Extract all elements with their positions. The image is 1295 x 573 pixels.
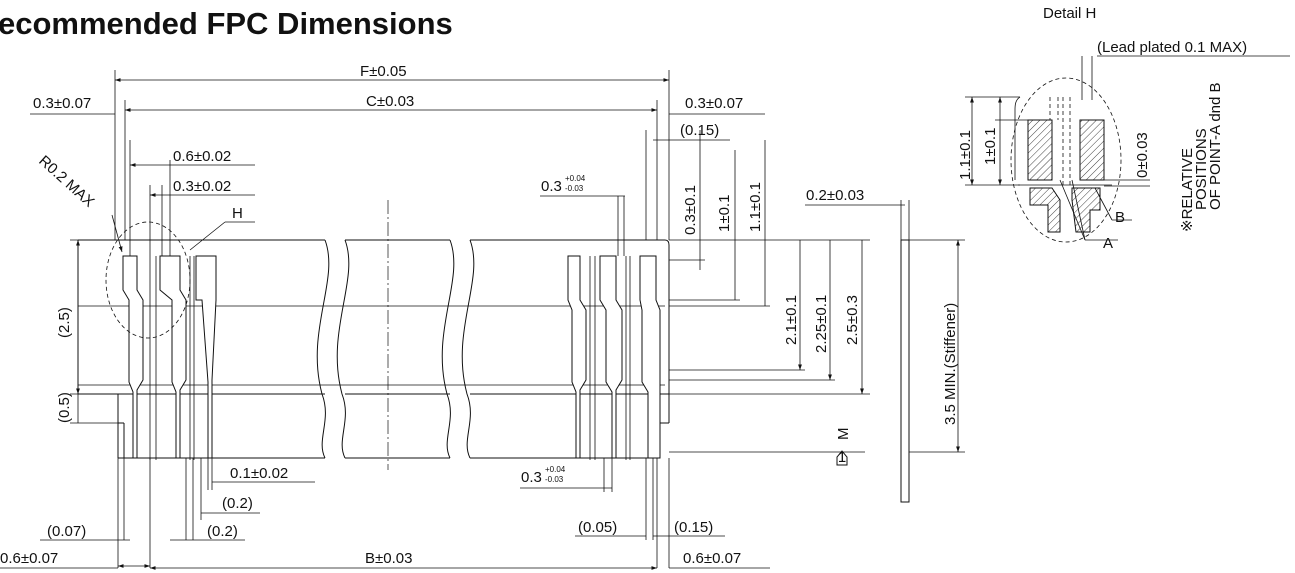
dim-bottom-007: (0.07) — [47, 523, 86, 540]
dim-b: B±0.03 — [365, 550, 412, 567]
dim-bottom-02b: (0.2) — [207, 523, 238, 540]
dim-c: C±0.03 — [366, 93, 414, 110]
dim-v-03: 0.3±0.1 — [682, 185, 699, 235]
dim-v-225: 2.25±0.1 — [813, 295, 830, 353]
dim-thickness: 0.2±0.03 — [806, 187, 864, 204]
detail-dim-relative: 0±0.03 — [1134, 132, 1151, 178]
tol-width-base-2: 0.3 — [521, 469, 542, 486]
marker-number: 1 — [838, 449, 846, 466]
dim-right-offset: 0.3±0.07 — [685, 95, 743, 112]
dim-v-11: 1.1±0.1 — [747, 182, 764, 232]
tol-width-base: 0.3 — [541, 178, 562, 195]
tol-width-sup-2: +0.04 — [545, 465, 566, 474]
datum-marker-m: 1 M — [835, 428, 852, 467]
bottom-dimension-lines — [0, 458, 770, 570]
dim-bottom-005: (0.05) — [578, 519, 617, 536]
detail-title: Detail H — [1043, 5, 1096, 22]
dim-radius: R0.2 MAX — [35, 152, 97, 210]
tol-width-sub-2: -0.03 — [545, 475, 564, 484]
page-title: ecommended FPC Dimensions — [0, 6, 453, 41]
dim-left-05: (0.5) — [56, 392, 73, 423]
dim-v-25: 2.5±0.3 — [844, 295, 861, 345]
top-dimension-lines — [30, 70, 765, 256]
dim-bottom-02a: (0.2) — [222, 495, 253, 512]
dim-lead-width: 0.3±0.02 — [173, 178, 231, 195]
marker-letter: M — [835, 428, 852, 441]
right-vertical-dims — [669, 130, 870, 453]
detail-point-a: A — [1103, 235, 1113, 252]
dim-f: F±0.05 — [360, 63, 407, 80]
dim-v-1: 1±0.1 — [716, 195, 733, 232]
detail-h-circle — [105, 221, 191, 339]
detail-relative-line3: OF POINT-A dnd B — [1207, 82, 1224, 210]
tol-width-sub: -0.03 — [565, 184, 584, 193]
detail-dim-height-1: 1.1±0.1 — [957, 130, 974, 180]
tol-width-sup: +0.04 — [565, 174, 586, 183]
detail-dim-height-2: 1±0.1 — [982, 128, 999, 165]
dim-left-offset: 0.3±0.07 — [33, 95, 91, 112]
detail-relative-line1: ※RELATIVE — [1179, 148, 1196, 232]
contact-pads-left — [122, 255, 217, 460]
dim-bottom-015: (0.15) — [674, 519, 713, 536]
dim-stiffener: 3.5 MIN.(Stiffener) — [942, 303, 959, 425]
contact-pads-right — [567, 255, 661, 460]
left-vertical-dims — [70, 239, 118, 424]
detail-h-view: Detail H (Lead plated 0.1 MAX) 1.1±0.1 1… — [957, 5, 1290, 252]
dim-bottom-right-06: 0.6±0.07 — [683, 550, 741, 567]
dim-left-25: (2.5) — [56, 307, 73, 338]
side-view — [805, 200, 965, 503]
dim-bottom-left-06: 0.6±0.07 — [0, 550, 58, 567]
detail-h-label: H — [232, 205, 243, 222]
dim-pitch: 0.6±0.02 — [173, 148, 231, 165]
detail-relative-line2: POSITIONS — [1193, 128, 1210, 210]
dim-right-ref: (0.15) — [680, 122, 719, 139]
detail-lead-note: (Lead plated 0.1 MAX) — [1097, 39, 1247, 56]
detail-point-b: B — [1115, 209, 1125, 226]
dim-v-21: 2.1±0.1 — [783, 295, 800, 345]
dim-bottom-01: 0.1±0.02 — [230, 465, 288, 482]
